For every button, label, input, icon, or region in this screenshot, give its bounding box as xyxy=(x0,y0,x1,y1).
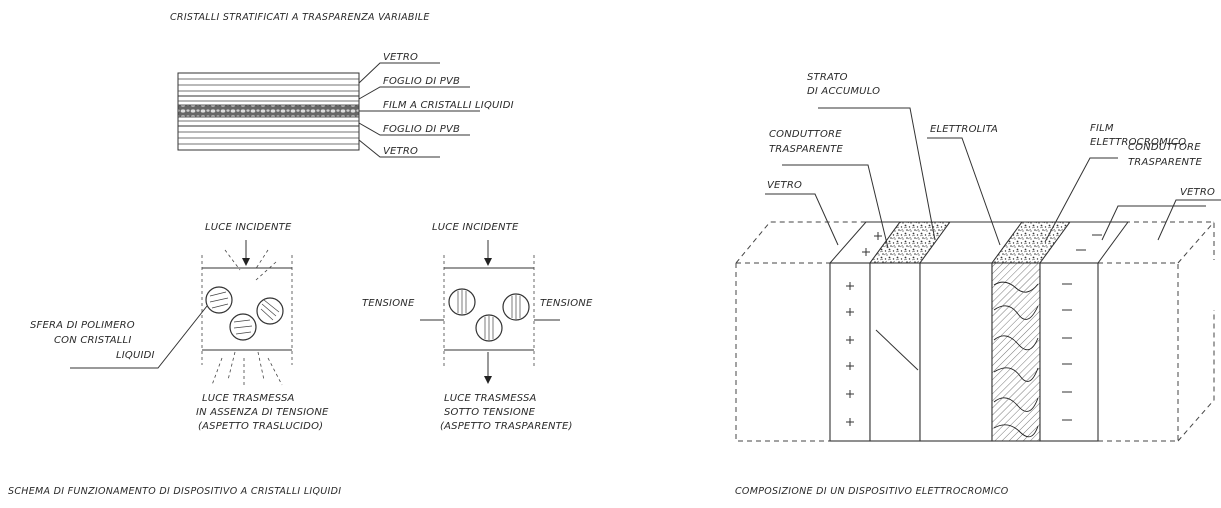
lc-sphere xyxy=(448,288,476,316)
ec-device xyxy=(735,221,1215,442)
ec-film xyxy=(991,262,1041,442)
ec-label-conduttore-right-2: TRASPARENTE xyxy=(1128,157,1202,168)
ec-label-film-1: FILM xyxy=(1090,123,1114,134)
incident-light-right: LUCE INCIDENTE xyxy=(432,222,519,233)
transmitted-left-2: IN ASSENZA DI TENSIONE xyxy=(196,407,329,418)
ec-conductor-left xyxy=(829,262,871,442)
laminate-stack xyxy=(177,72,360,151)
ec-leaders xyxy=(765,107,1221,249)
ec-label-vetro-left: VETRO xyxy=(767,180,802,191)
ec-conductor-right xyxy=(1039,262,1099,442)
laminate-leaders xyxy=(358,62,480,158)
lc-cell-off xyxy=(201,240,293,386)
diagram-title: CRISTALLI STRATIFICATI A TRASPARENZA VAR… xyxy=(170,12,430,23)
transmitted-left-1: LUCE TRASMESSA xyxy=(202,393,295,404)
label-pvb-bottom: FOGLIO DI PVB xyxy=(383,124,460,135)
ec-label-conduttore-right-1: CONDUTTORE xyxy=(1128,142,1201,153)
incident-light-left: LUCE INCIDENTE xyxy=(205,222,292,233)
sphere-label-line3: LIQUIDI xyxy=(116,350,155,361)
ec-electrolyte xyxy=(919,262,993,442)
ec-label-strato-2: DI ACCUMULO xyxy=(807,86,880,97)
ec-label-conduttore-left-2: TRASPARENTE xyxy=(769,144,843,155)
transmitted-left-3: (ASPETTO TRASLUCIDO) xyxy=(198,421,323,432)
label-vetro-bottom: VETRO xyxy=(383,146,418,157)
ec-caption: COMPOSIZIONE DI UN DISPOSITIVO ELETTROCR… xyxy=(735,486,1009,497)
lc-sphere xyxy=(475,314,503,342)
lc-cell-on xyxy=(420,240,560,384)
sphere-label-line2: CON CRISTALLI xyxy=(54,335,131,346)
ec-label-film-2: ELETTROCROMICO xyxy=(1090,137,1186,148)
tension-left: TENSIONE xyxy=(362,298,415,309)
transmitted-right-3: (ASPETTO TRASPARENTE) xyxy=(440,421,573,432)
lc-film-layer xyxy=(177,104,360,118)
sphere-label-line1: SFERA DI POLIMERO xyxy=(30,320,135,331)
lc-sphere xyxy=(256,297,284,325)
ec-storage-layer xyxy=(869,262,921,442)
ec-label-elettrolita: ELETTROLITA xyxy=(930,124,998,135)
transmitted-right-2: SOTTO TENSIONE xyxy=(444,407,536,418)
label-pvb-top: FOGLIO DI PVB xyxy=(383,76,460,87)
lc-sphere xyxy=(205,286,233,314)
lc-sphere xyxy=(502,293,530,321)
ec-label-vetro-right: VETRO xyxy=(1180,187,1215,198)
lc-caption: SCHEMA DI FUNZIONAMENTO DI DISPOSITIVO A… xyxy=(8,486,341,497)
ec-label-conduttore-left-1: CONDUTTORE xyxy=(769,129,842,140)
transmitted-right-1: LUCE TRASMESSA xyxy=(444,393,537,404)
label-vetro-top: VETRO xyxy=(383,52,418,63)
lc-sphere xyxy=(229,313,257,341)
label-lc-film: FILM A CRISTALLI LIQUIDI xyxy=(383,100,514,111)
tension-right: TENSIONE xyxy=(540,298,593,309)
ec-label-strato-1: STRATO xyxy=(807,72,848,83)
